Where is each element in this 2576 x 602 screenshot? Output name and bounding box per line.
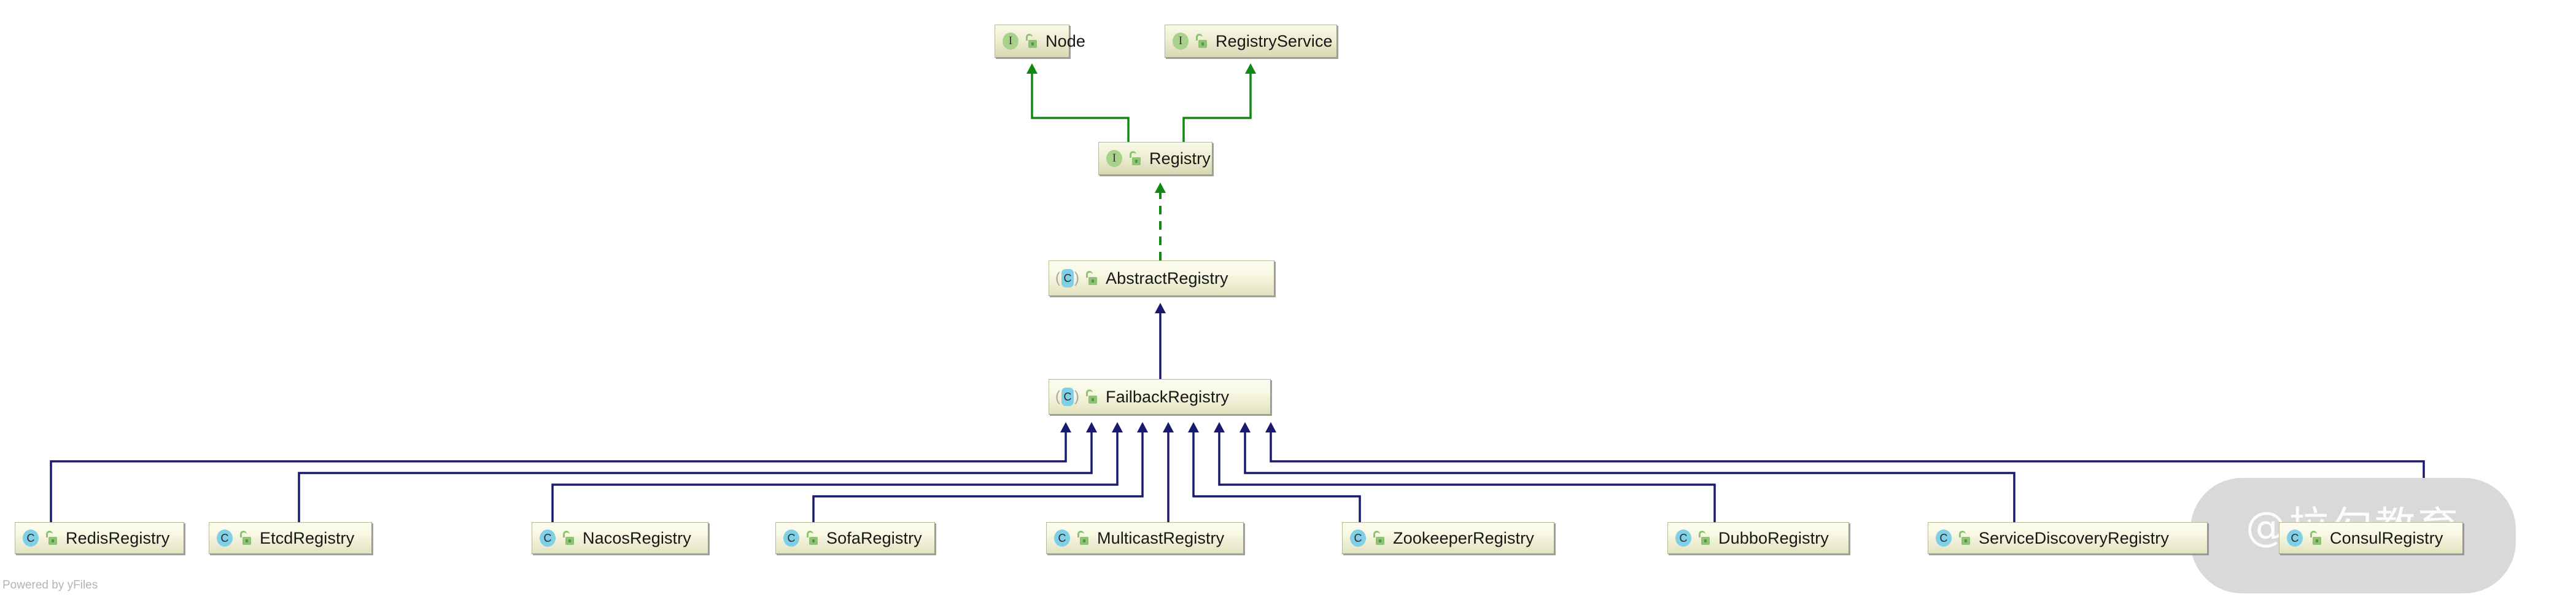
abstract-class-c-icon: (C) xyxy=(1055,388,1079,406)
edge-servicediscovery-extends-failbackregistry xyxy=(1240,422,2015,522)
interface-i-icon: I xyxy=(1171,32,1190,50)
credit-label: Powered by yFiles xyxy=(2,579,98,592)
public-open-padlock-icon xyxy=(1025,34,1038,49)
uml-node-label: Node xyxy=(1046,31,1085,50)
uml-node-label: Registry xyxy=(1149,149,1211,168)
uml-node-etcdregistry[interactable]: C EtcdRegistry xyxy=(209,522,372,554)
class-c-icon: C xyxy=(1934,529,1953,547)
uml-node-failbackregistry[interactable]: (C) FailbackRegistry xyxy=(1049,379,1271,415)
edge-redisregistry-extends-failbackregistry xyxy=(50,422,1071,522)
class-c-icon: C xyxy=(1053,529,1071,547)
public-open-padlock-icon xyxy=(806,531,818,545)
public-open-padlock-icon xyxy=(562,531,575,545)
public-open-padlock-icon xyxy=(45,531,58,545)
uml-node-label: MulticastRegistry xyxy=(1097,528,1225,547)
edge-nacosregistry-extends-failbackregistry xyxy=(551,422,1123,522)
edge-registry-extends-registryservice xyxy=(1182,63,1256,142)
public-open-padlock-icon xyxy=(1077,531,1089,545)
class-c-icon: C xyxy=(2286,529,2304,547)
uml-node-label: FailbackRegistry xyxy=(1106,387,1230,406)
public-open-padlock-icon xyxy=(1129,151,1141,166)
abstract-class-c-icon: (C) xyxy=(1055,269,1079,287)
edge-dubboregistry-extends-failbackregistry xyxy=(1214,422,1716,522)
interface-i-icon: I xyxy=(1105,149,1123,168)
edge-zookeeperregistry-extends-failbackregistry xyxy=(1188,422,1361,522)
uml-node-redisregistry[interactable]: C RedisRegistry xyxy=(15,522,184,554)
uml-node-label: EtcdRegistry xyxy=(260,528,355,547)
uml-node-label: RedisRegistry xyxy=(66,528,170,547)
uml-node-label: DubboRegistry xyxy=(1718,528,1829,547)
uml-node-multicastregistry[interactable]: C MulticastRegistry xyxy=(1046,522,1244,554)
uml-node-zookeeperregistry[interactable]: C ZookeeperRegistry xyxy=(1342,522,1554,554)
uml-node-registryservice[interactable]: I RegistryService xyxy=(1165,25,1337,58)
public-open-padlock-icon xyxy=(1373,531,1385,545)
public-open-padlock-icon xyxy=(1085,271,1098,286)
uml-node-servicediscovery[interactable]: C ServiceDiscoveryRegistry xyxy=(1928,522,2208,554)
public-open-padlock-icon xyxy=(2310,531,2322,545)
uml-node-label: ConsulRegistry xyxy=(2330,528,2443,547)
public-open-padlock-icon xyxy=(1698,531,1710,545)
uml-node-sofaregistry[interactable]: C SofaRegistry xyxy=(775,522,935,554)
uml-node-label: SofaRegistry xyxy=(826,528,922,547)
class-c-icon: C xyxy=(538,529,557,547)
uml-node-label: RegistryService xyxy=(1216,31,1333,50)
uml-node-abstractregistry[interactable]: (C) AbstractRegistry xyxy=(1049,260,1274,296)
class-c-icon: C xyxy=(215,529,234,547)
interface-i-icon: I xyxy=(1001,32,1020,50)
uml-node-nacosregistry[interactable]: C NacosRegistry xyxy=(532,522,708,554)
class-c-icon: C xyxy=(21,529,40,547)
uml-node-label: ServiceDiscoveryRegistry xyxy=(1979,528,2169,547)
uml-node-label: NacosRegistry xyxy=(583,528,691,547)
public-open-padlock-icon xyxy=(1085,389,1098,404)
uml-node-label: AbstractRegistry xyxy=(1106,268,1228,287)
class-c-icon: C xyxy=(782,529,801,547)
edge-etcdregistry-extends-failbackregistry xyxy=(298,422,1097,522)
uml-node-label: ZookeeperRegistry xyxy=(1393,528,1534,547)
public-open-padlock-icon xyxy=(1958,531,1971,545)
edge-sofaregistry-extends-failbackregistry xyxy=(812,422,1148,522)
public-open-padlock-icon xyxy=(239,531,252,545)
public-open-padlock-icon xyxy=(1195,34,1208,49)
uml-node-dubboregistry[interactable]: C DubboRegistry xyxy=(1667,522,1849,554)
uml-node-registry[interactable]: I Registry xyxy=(1098,142,1212,175)
class-c-icon: C xyxy=(1349,529,1367,547)
uml-node-node[interactable]: I Node xyxy=(995,25,1085,58)
uml-node-consulregistry[interactable]: C ConsulRegistry xyxy=(2279,522,2463,554)
edge-registry-extends-node xyxy=(1026,63,1130,142)
class-c-icon: C xyxy=(1674,529,1693,547)
